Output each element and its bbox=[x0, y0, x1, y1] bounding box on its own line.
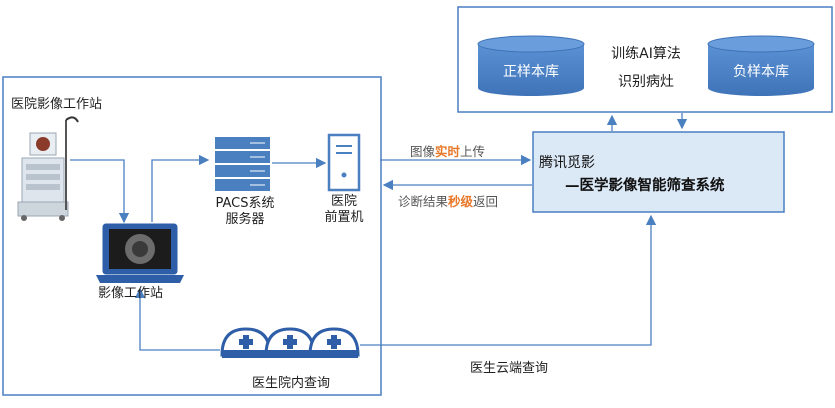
hospital-workstation-label: 医院影像工作站 bbox=[11, 97, 103, 112]
return-label: 诊断结果秒级返回 bbox=[398, 191, 498, 210]
pacs-server-icon bbox=[215, 137, 270, 191]
return-label-pre: 诊断结果 bbox=[398, 194, 449, 209]
upload-label-highlight: 实时 bbox=[435, 144, 461, 159]
connectors bbox=[70, 113, 688, 351]
front-computer-icon bbox=[327, 133, 361, 192]
return-label-highlight: 秒级 bbox=[448, 194, 474, 209]
imaging-station-label: 影像工作站 bbox=[98, 286, 164, 301]
system-subtitle: —医学影像智能筛查系统 bbox=[565, 178, 725, 194]
training-label-line2: 识别病灶 bbox=[618, 74, 674, 90]
positive-db-icon bbox=[477, 35, 585, 96]
imaging-workstation-icon bbox=[96, 223, 184, 283]
front-label-line1: 医院 bbox=[330, 194, 357, 209]
system-name: 腾讯觅影 bbox=[539, 155, 595, 171]
positive-db-label: 正样本库 bbox=[503, 64, 559, 80]
return-label-post: 返回 bbox=[473, 194, 499, 209]
negative-db-label: 负样本库 bbox=[733, 64, 789, 80]
front-label: 医院 前置机 bbox=[314, 194, 374, 226]
system-box bbox=[532, 131, 785, 213]
pacs-label: PACS系统 服务器 bbox=[205, 196, 285, 228]
front-label-line2: 前置机 bbox=[324, 210, 364, 225]
upload-label: 图像实时上传 bbox=[410, 141, 485, 160]
hospital-boundary bbox=[2, 76, 382, 396]
cloud-query-label: 医生云端查询 bbox=[470, 361, 549, 376]
pacs-label-line2: 服务器 bbox=[225, 212, 265, 227]
doctor-query-label: 医生院内查询 bbox=[252, 376, 331, 391]
training-box bbox=[457, 6, 833, 113]
endoscope-equipment-icon bbox=[17, 116, 79, 221]
training-label-line1: 训练AI算法 bbox=[611, 46, 681, 62]
training-label: 训练AI算法 识别病灶 bbox=[596, 40, 696, 96]
negative-db-icon bbox=[707, 35, 815, 96]
upload-label-pre: 图像 bbox=[410, 144, 436, 159]
upload-label-post: 上传 bbox=[460, 144, 486, 159]
doctor-helmets-icon bbox=[220, 327, 360, 358]
pacs-label-line1: PACS系统 bbox=[215, 196, 275, 211]
